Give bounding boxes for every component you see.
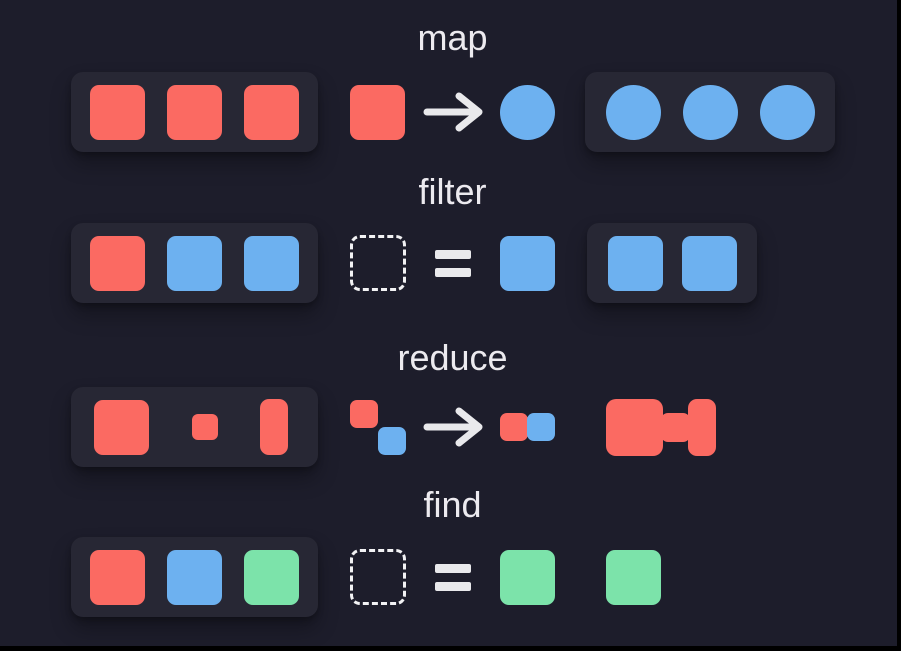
red-square xyxy=(94,399,149,455)
output-collection-reduce xyxy=(606,387,716,467)
equals-bar xyxy=(435,267,471,277)
green-square xyxy=(606,549,661,605)
operation-find xyxy=(350,537,555,617)
input-collection-map xyxy=(71,72,318,152)
method-label-map: map xyxy=(417,17,488,58)
output-collection-filter xyxy=(587,223,757,303)
red-square xyxy=(244,84,299,140)
red-mini-square xyxy=(350,399,378,428)
blue-circle xyxy=(759,84,815,140)
green-square xyxy=(244,549,299,605)
blue-mini-square xyxy=(378,426,406,455)
equals-bar xyxy=(435,581,471,591)
blue-circle xyxy=(682,84,738,140)
equals-bar xyxy=(435,563,471,573)
output-collection-find xyxy=(606,537,661,617)
red-tall-rect xyxy=(260,399,288,455)
equals-icon xyxy=(435,563,471,591)
input-collection-find xyxy=(71,537,318,617)
operation-filter xyxy=(350,223,555,303)
dashed-placeholder-square xyxy=(350,549,406,605)
equals-icon xyxy=(435,249,471,277)
blue-square xyxy=(244,235,299,291)
red-square xyxy=(90,235,145,291)
red-square xyxy=(90,549,145,605)
output-collection-map xyxy=(585,72,835,152)
blue-square xyxy=(607,235,663,291)
merged-reduce-result xyxy=(606,398,716,456)
blue-square xyxy=(681,235,737,291)
blue-square xyxy=(167,549,222,605)
dashed-placeholder-square xyxy=(350,235,406,291)
input-collection-filter xyxy=(71,223,318,303)
operation-reduce xyxy=(350,387,555,467)
blue-mini-square xyxy=(527,413,555,441)
red-square xyxy=(350,84,405,140)
blue-square xyxy=(500,235,555,291)
red-merged-part xyxy=(661,412,690,442)
equals-bar xyxy=(435,249,471,259)
blue-circle xyxy=(500,84,555,140)
screenshot-right-edge xyxy=(897,0,901,651)
blue-square xyxy=(167,235,222,291)
horizontal-pair xyxy=(500,413,555,441)
input-collection-reduce xyxy=(71,387,318,467)
screenshot-bottom-edge xyxy=(0,646,901,651)
red-merged-part xyxy=(606,398,663,456)
method-label-filter: filter xyxy=(418,171,487,212)
method-label-reduce: reduce xyxy=(397,337,508,378)
blue-circle xyxy=(605,84,661,140)
arrow-icon xyxy=(422,92,484,132)
red-square xyxy=(90,84,145,140)
red-merged-part xyxy=(688,398,716,456)
red-small-square xyxy=(191,414,218,440)
red-square xyxy=(167,84,222,140)
red-mini-square xyxy=(500,413,528,441)
arrow-icon xyxy=(422,407,484,447)
operation-map xyxy=(350,72,555,152)
green-square xyxy=(500,549,555,605)
method-label-find: find xyxy=(423,484,482,525)
diagonal-pair xyxy=(350,399,406,455)
